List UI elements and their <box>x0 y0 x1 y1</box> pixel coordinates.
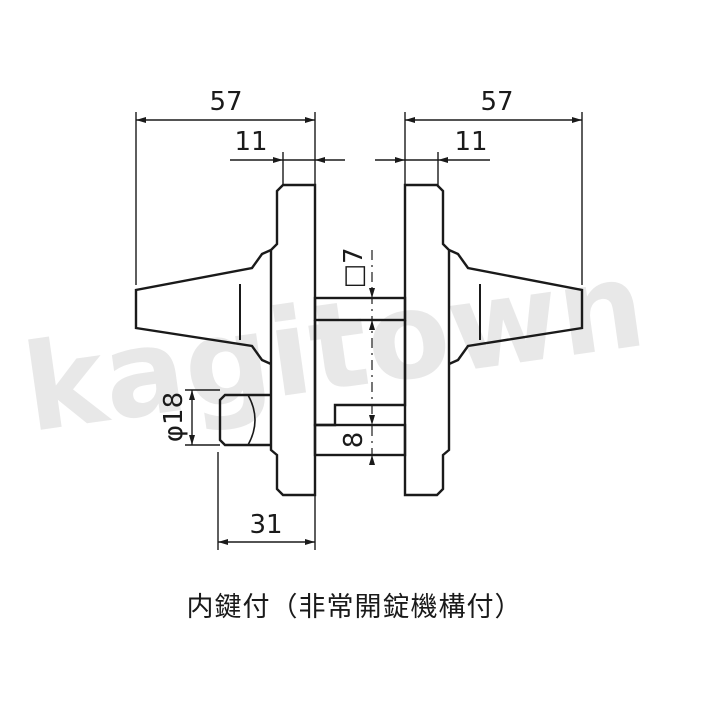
left-lever-handle <box>134 248 272 366</box>
right-rose-label: 11 <box>454 127 487 157</box>
left-rose-label: 11 <box>234 127 267 157</box>
spindle-gap-label: 8 <box>339 432 369 449</box>
arrowheads <box>136 117 582 545</box>
diagram-caption: 内鍵付（非常開錠機構付） <box>186 592 523 623</box>
thumbturn-knob <box>218 393 271 447</box>
spindle-square-label: □7 <box>339 247 369 288</box>
right-width-label: 57 <box>480 87 513 117</box>
spindle-upper <box>313 296 407 322</box>
right-rose-plate <box>403 183 451 497</box>
thumbturn-curve <box>247 394 256 446</box>
right-lever-handle <box>448 248 584 366</box>
lock-body <box>313 320 407 427</box>
thumbturn-diameter-label: φ18 <box>159 392 189 442</box>
offset-label: 31 <box>249 510 282 540</box>
spindle-lower <box>313 423 407 457</box>
left-width-label: 57 <box>209 87 242 117</box>
